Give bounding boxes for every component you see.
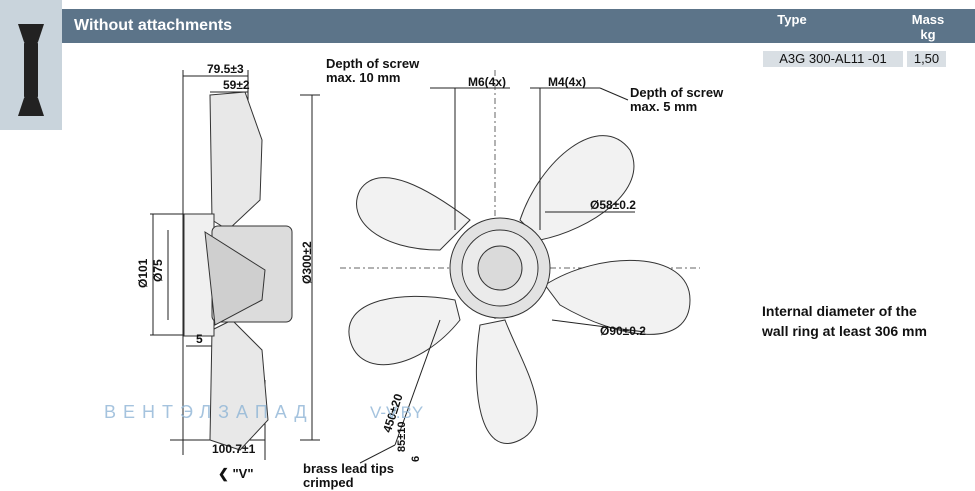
section-title: Without attachments	[74, 17, 233, 34]
view-v-label: ❮ "V"	[218, 466, 254, 481]
thread-m6: M6(4x)	[468, 75, 507, 89]
screw-depth-right: Depth of screw max. 5 mm	[630, 85, 724, 114]
mass-value: 1,50	[907, 51, 946, 67]
watermark-left: ВЕНТЭЛЗАПАД	[104, 402, 314, 422]
wall-ring-note: Internal diameter of the wall ring at le…	[762, 303, 927, 339]
fan-thumbnail-icon	[18, 24, 44, 116]
dim-d75: Ø75	[151, 259, 165, 282]
brass-lead-note: brass lead tips crimped	[303, 461, 395, 490]
thread-m4: M4(4x)	[548, 75, 587, 89]
type-value: A3G 300-AL11 -01	[763, 51, 903, 67]
screw-depth-left: Depth of screw max. 10 mm	[326, 56, 420, 85]
dim-d101: Ø101	[136, 258, 150, 288]
side-panel	[0, 0, 62, 130]
column-type: Type	[777, 12, 807, 27]
table-header: Without attachments Type Mass kg	[62, 9, 975, 43]
dim-100-7: 100.7±1	[212, 442, 256, 456]
lead-length-85: 85±10	[396, 421, 408, 452]
dim-d300: Ø300±2	[300, 241, 314, 284]
dim-d90: Ø90±0.2	[600, 324, 646, 338]
dim-d58: Ø58±0.2	[590, 198, 636, 212]
dim-79-5: 79.5±3	[207, 62, 244, 76]
column-mass: Mass kg	[911, 12, 945, 42]
dim-59: 59±2	[223, 78, 250, 92]
dim-5: 5	[196, 332, 203, 346]
watermark-right: V-V.BY	[370, 403, 424, 422]
lead-length-6: 6	[410, 455, 422, 462]
